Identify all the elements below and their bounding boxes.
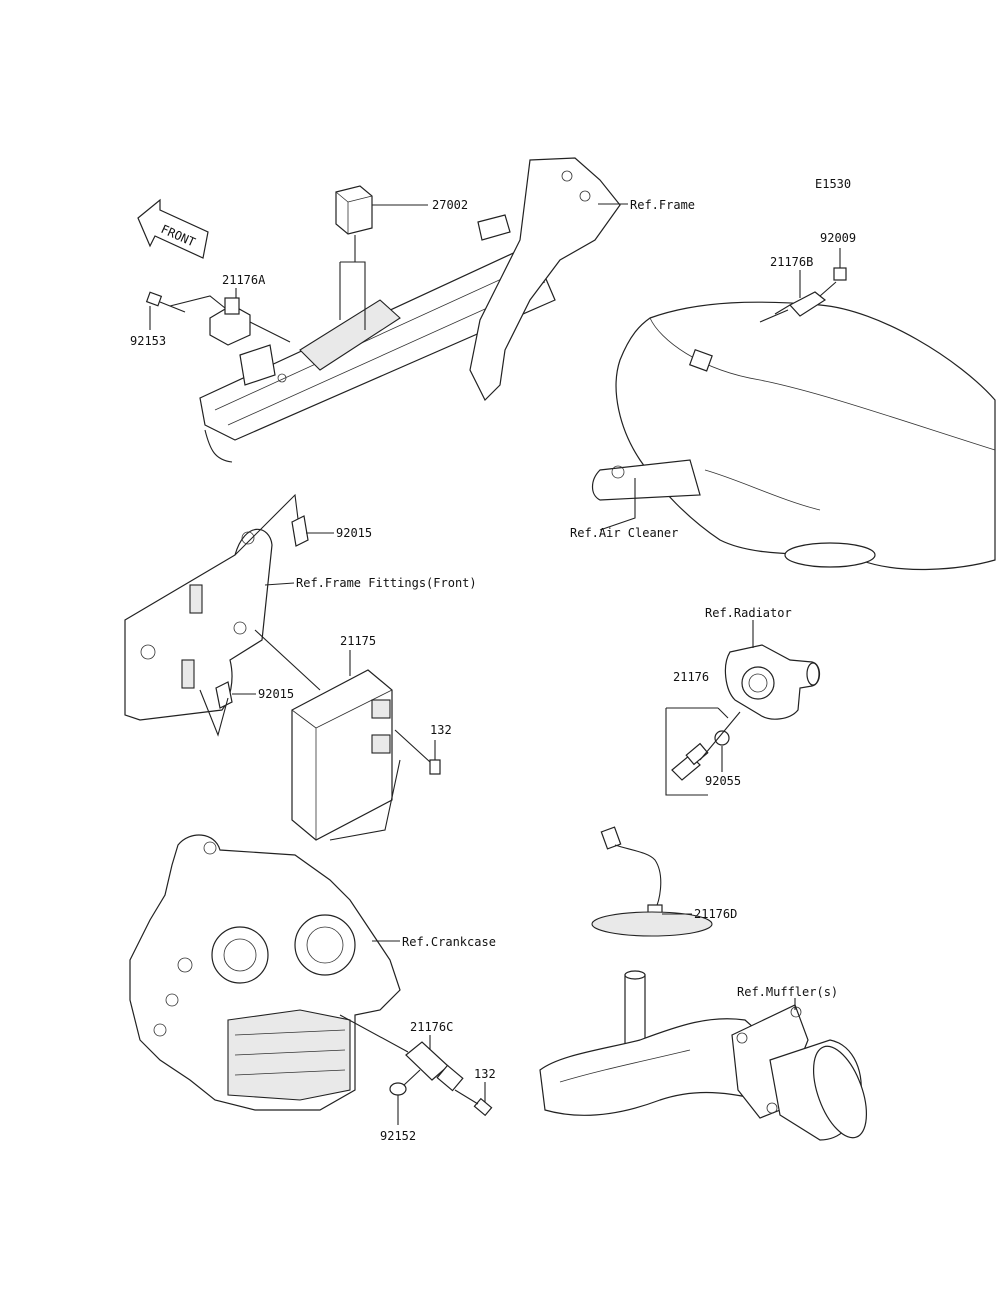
label-92015-top: 92015 [336,526,372,540]
temperature-sensor-21176 [665,707,729,796]
label-21176A: 21176A [222,273,266,287]
label-21176B: 21176B [770,255,813,269]
diagram-code: E1530 [815,177,851,191]
frame-fittings-assembly [124,493,301,721]
ecu-21175 [254,629,401,841]
gasket-92055 [699,711,741,772]
frame-rail-assembly [199,157,621,463]
label-132-bottom: 132 [474,1067,496,1081]
nut-92015-top [291,515,334,547]
label-92153: 92153 [130,334,166,348]
ref-radiator-label: Ref.Radiator [705,606,792,620]
ref-muffler-label: Ref.Muffler(s) [737,985,838,999]
label-21175: 21175 [340,634,376,648]
radiator-housing [724,620,821,720]
ref-air-cleaner-label: Ref.Air Cleaner [570,526,678,540]
label-92152: 92152 [380,1129,416,1143]
label-21176: 21176 [673,670,709,684]
nut-92015-bottom [199,681,256,737]
bolt-92153 [145,291,226,330]
label-21176D: 21176D [694,907,737,921]
sensor-21176C [339,1014,464,1092]
washer-92152 [389,1069,421,1125]
label-92055: 92055 [705,774,741,788]
label-92015-bottom: 92015 [258,687,294,701]
label-92009: 92009 [820,231,856,245]
label-132-top: 132 [430,723,452,737]
bolt-132-top [394,729,441,775]
ref-frame-label: Ref.Frame [630,198,695,212]
bolt-92009 [819,248,847,297]
oxygen-sensor-21176D [591,826,713,937]
sensor-21176A [209,288,291,346]
sensor-21176B [759,270,827,323]
label-27002: 27002 [432,198,468,212]
relay-27002 [335,185,428,330]
bolt-132-bottom [454,1082,493,1117]
crankcase-assembly [129,834,401,1111]
muffler-assembly [539,970,867,1141]
air-cleaner-assembly [591,301,996,571]
ref-crankcase-label: Ref.Crankcase [402,935,496,949]
label-21176C: 21176C [410,1020,453,1034]
ref-frame-fittings-label: Ref.Frame Fittings(Front) [296,576,477,590]
front-arrow-icon: FRONT [137,198,209,259]
